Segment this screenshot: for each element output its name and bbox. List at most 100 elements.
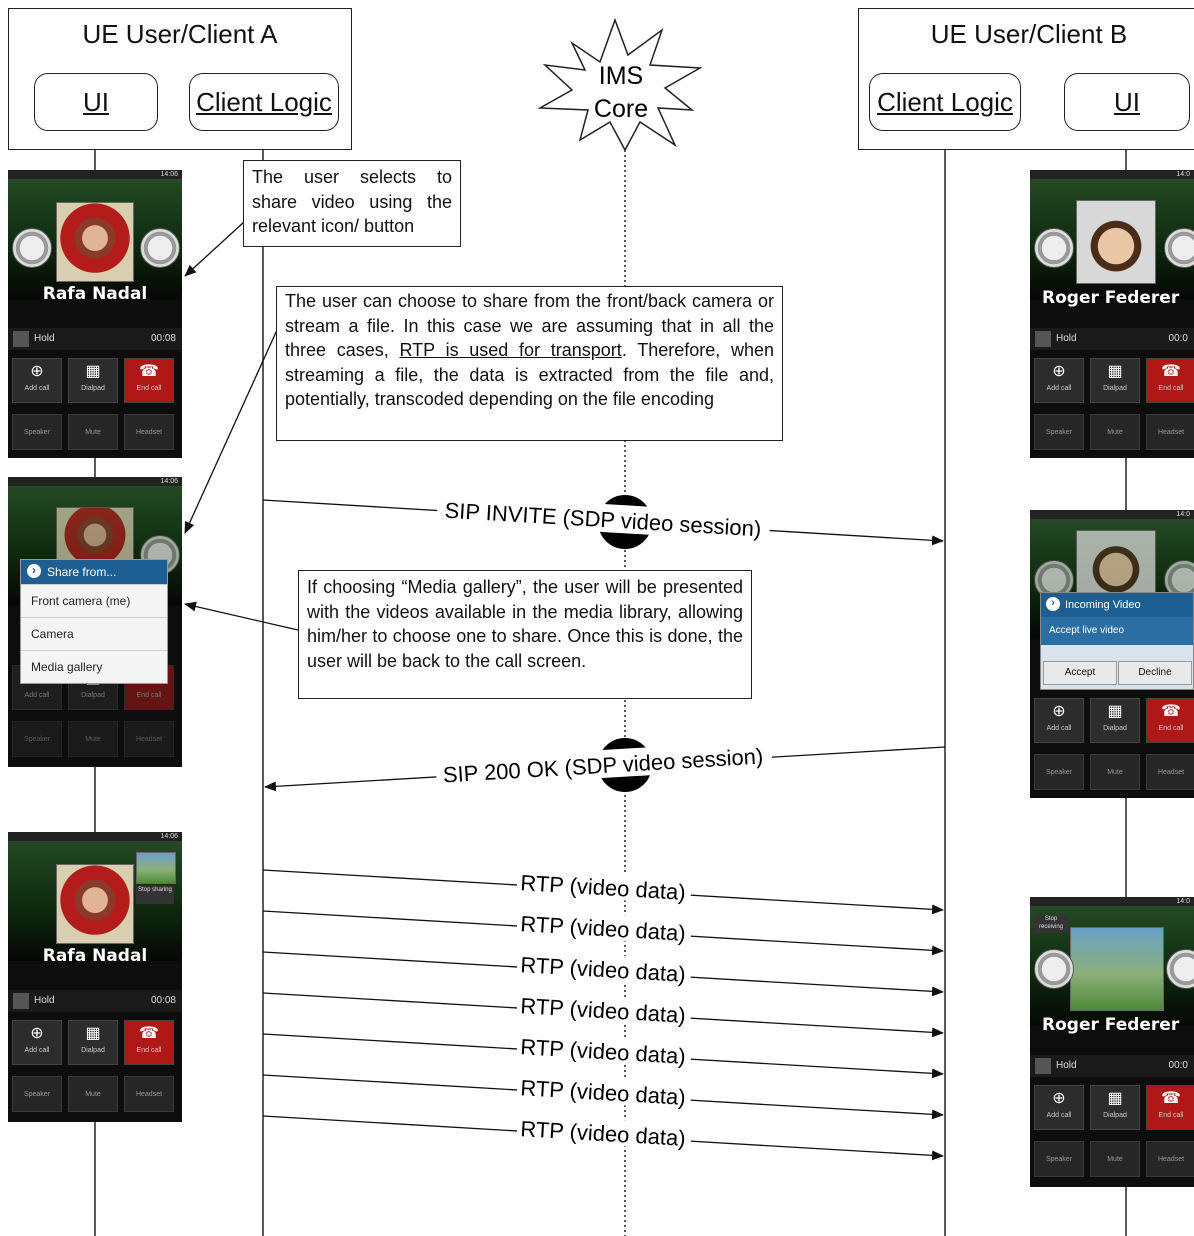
dialpad-icon: ▦	[1107, 1090, 1123, 1107]
end-call-button[interactable]: ☎End call	[1146, 698, 1194, 743]
dialpad-icon: ▦	[85, 1025, 101, 1042]
avatar	[1076, 530, 1156, 602]
note-choose-source-pre: The user can choose to share from the fr…	[285, 291, 774, 360]
call-buttons: ⊕Add call ▦Dialpad ☎End call	[1030, 1085, 1194, 1130]
phone-a1: 14:06 Rafa Nadal Hold 00:08 ⊕Add call ▦D…	[8, 170, 182, 458]
avatar	[56, 864, 134, 944]
hold-label[interactable]: Hold	[1056, 1060, 1077, 1071]
speaker-button[interactable]: Speaker	[12, 414, 62, 450]
speaker-button[interactable]: Speaker	[1034, 1141, 1084, 1177]
pause-icon[interactable]	[13, 993, 29, 1009]
rtp-label: RTP (video data)	[520, 1075, 687, 1110]
add-icon: ⊕	[30, 1025, 44, 1042]
rtp-label: RTP (video data)	[520, 1116, 687, 1151]
menu-item-media-gallery[interactable]: Media gallery	[21, 650, 167, 683]
end-call-label: End call	[1158, 725, 1184, 732]
end-call-button[interactable]: ☎End call	[1146, 1085, 1194, 1130]
add-call-label: Add call	[24, 692, 50, 699]
mute-button[interactable]: Mute	[1090, 1141, 1140, 1177]
end-call-button[interactable]: ☎End call	[1146, 358, 1194, 403]
voicemail-icon[interactable]	[1034, 949, 1074, 989]
speaker-button[interactable]: Speaker	[12, 1076, 62, 1112]
soft-buttons: Speaker Mute Headset	[1030, 414, 1194, 450]
status-time: 14:06	[160, 171, 178, 178]
dialpad-button[interactable]: ▦Dialpad	[68, 1020, 118, 1065]
stop-receiving-button[interactable]: Stop receiving	[1034, 915, 1068, 933]
soft-buttons: Speaker Mute Headset	[8, 414, 182, 450]
video-preview-thumbnail	[136, 852, 176, 884]
mute-button[interactable]: Mute	[68, 721, 118, 757]
mute-button[interactable]: Mute	[68, 1076, 118, 1112]
phone-b1: 14:0 Roger Federer Hold 00:0 ⊕Add call ▦…	[1030, 170, 1194, 458]
add-call-button[interactable]: ⊕Add call	[1034, 358, 1084, 403]
pause-icon[interactable]	[1035, 331, 1051, 347]
menu-item-front-camera[interactable]: Front camera (me)	[21, 584, 167, 617]
add-call-button[interactable]: ⊕ Add call	[12, 1020, 62, 1065]
mute-button[interactable]: Mute	[68, 414, 118, 450]
note-media-gallery: If choosing “Media gallery”, the user wi…	[298, 570, 752, 699]
dialpad-button[interactable]: ▦Dialpad	[1090, 698, 1140, 743]
speaker-button[interactable]: Speaker	[1034, 414, 1084, 450]
headset-button[interactable]: Headset	[1146, 754, 1194, 790]
rtp-label: RTP (video data)	[520, 911, 687, 946]
dialpad-label: Dialpad	[81, 692, 105, 699]
headset-button[interactable]: Headset	[124, 414, 174, 450]
add-icon: ⊕	[1052, 1090, 1066, 1107]
pause-icon[interactable]	[13, 331, 29, 347]
add-call-button[interactable]: ⊕Add call	[12, 358, 62, 403]
headset-button[interactable]: Headset	[1146, 414, 1194, 450]
avatar	[56, 202, 134, 282]
call-buttons: ⊕Add call ▦ Dialpad ☎End call	[8, 358, 182, 403]
hold-label[interactable]: Hold	[34, 333, 55, 344]
accept-button[interactable]: Accept	[1043, 661, 1117, 685]
hold-bar: Hold 00:08	[8, 990, 182, 1012]
eye-icon[interactable]	[140, 228, 180, 268]
call-buttons: ⊕Add call ▦Dialpad ☎End call	[1030, 698, 1194, 743]
call-duration: 00:08	[150, 333, 176, 344]
status-time: 14:0	[1176, 898, 1190, 905]
client-b-box: UE User/Client B Client Logic UI	[858, 8, 1194, 150]
mute-button[interactable]: Mute	[1090, 754, 1140, 790]
note-choose-source: The user can choose to share from the fr…	[276, 286, 783, 441]
menu-item-camera[interactable]: Camera	[21, 617, 167, 650]
pause-icon[interactable]	[1035, 1058, 1051, 1074]
headset-button[interactable]: Headset	[1146, 1141, 1194, 1177]
add-call-label: Add call	[24, 1047, 50, 1054]
dialpad-button[interactable]: ▦Dialpad	[1090, 1085, 1140, 1130]
soft-buttons: Speaker Mute Headset	[1030, 754, 1194, 790]
soft-buttons: Speaker Mute Headset	[1030, 1141, 1194, 1177]
call-buttons: ⊕Add call ▦Dialpad ☎End call	[1030, 358, 1194, 403]
ims-core-star	[537, 17, 703, 152]
voicemail-icon[interactable]	[12, 228, 52, 268]
dialpad-icon: ▦	[85, 363, 101, 380]
add-call-button[interactable]: ⊕Add call	[1034, 698, 1084, 743]
avatar	[56, 507, 134, 569]
headset-button[interactable]: Headset	[124, 721, 174, 757]
eye-icon[interactable]	[1164, 228, 1194, 268]
hold-label[interactable]: Hold	[34, 995, 55, 1006]
status-bar: 14:06	[8, 832, 182, 841]
end-call-button[interactable]: ☎End call	[124, 1020, 174, 1065]
hold-label[interactable]: Hold	[1056, 333, 1077, 344]
decline-button[interactable]: Decline	[1118, 661, 1192, 685]
note-media-gallery-text: If choosing “Media gallery”, the user wi…	[307, 577, 743, 671]
call-buttons: ⊕ Add call ▦Dialpad ☎End call	[8, 1020, 182, 1065]
stop-sharing-button[interactable]: Stop sharing	[136, 886, 174, 904]
dialpad-label: Dialpad	[81, 385, 105, 392]
dialpad-button[interactable]: ▦Dialpad	[1090, 358, 1140, 403]
speaker-button[interactable]: Speaker	[12, 721, 62, 757]
add-call-label: Add call	[1046, 385, 1072, 392]
eye-icon[interactable]	[1166, 949, 1194, 989]
voicemail-icon[interactable]	[1034, 228, 1074, 268]
headset-button[interactable]: Headset	[124, 1076, 174, 1112]
note-choose-source-post: . Therefore, when streaming a file, the …	[285, 340, 774, 409]
client-a-box: UE User/Client A UI Client Logic	[8, 8, 352, 150]
end-call-button[interactable]: ☎End call	[124, 358, 174, 403]
speaker-button[interactable]: Speaker	[1034, 754, 1084, 790]
add-call-button[interactable]: ⊕Add call	[1034, 1085, 1084, 1130]
mute-button[interactable]: Mute	[1090, 414, 1140, 450]
hold-bar: Hold 00:08	[8, 328, 182, 350]
call-duration: 00:0	[1168, 333, 1188, 344]
dialpad-button[interactable]: ▦ Dialpad	[68, 358, 118, 403]
status-bar: 14:06	[8, 477, 182, 486]
